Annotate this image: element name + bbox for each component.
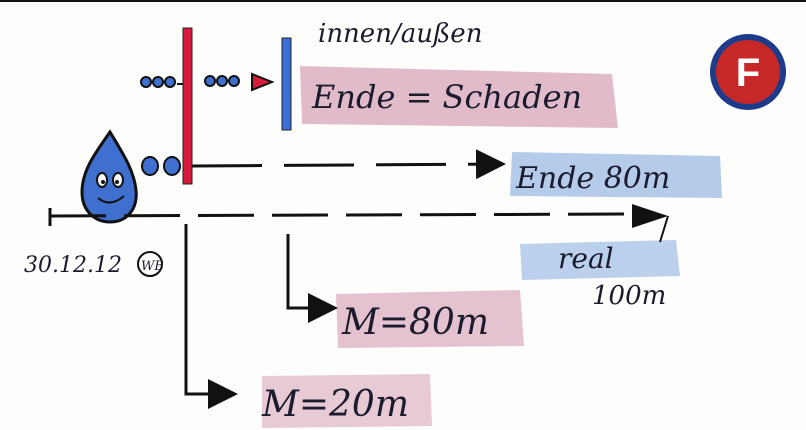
letter-f-badge-icon: F [710,34,786,110]
blue-boundary-bar [281,37,292,131]
label-real: real [558,242,614,275]
label-ende-schaden: Ende = Schaden [311,78,582,116]
label-m-20m: M=20m [261,384,409,425]
label-ende-80m: Ende 80m [515,161,670,196]
pink-highlight-m-80m [336,290,524,348]
water-drop-character-icon [80,129,138,224]
dashed-arrow-ende [191,149,506,180]
branch-line-m20 [184,224,238,409]
red-boundary-bar [182,27,193,185]
dashed-baseline [49,212,641,218]
pink-highlight-ende-schaden [300,66,618,128]
label-real-100m: 100m [592,281,666,311]
branch-line-m80 [286,234,338,323]
droplet-trail-top [140,72,275,92]
svg-text:F: F [736,51,760,95]
label-date: 30.12.12 [24,253,122,278]
label-m-80m: M=80m [341,302,489,343]
svg-text:WB: WB [141,259,164,274]
finish-flag-icon [632,204,669,243]
blue-highlight-real [520,240,680,280]
droplet-trail-mid [141,156,181,176]
pink-highlight-m-20m [262,374,432,428]
blue-highlight-ende-80m [510,152,722,198]
label-innen-aussen: innen/außen [318,19,482,49]
signature-mark: WB [137,251,164,277]
